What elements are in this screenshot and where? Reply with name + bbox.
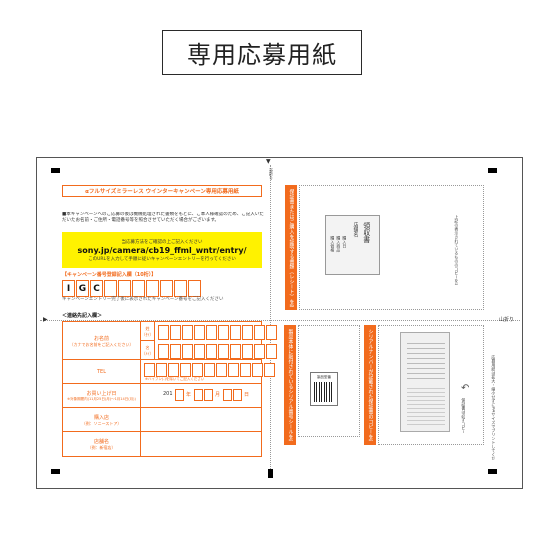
- mei-kana: （ﾒｲ）: [141, 351, 154, 356]
- warranty-sample: [400, 332, 450, 432]
- entry-prefix-box: C: [90, 280, 103, 297]
- registration-mark: [51, 469, 60, 474]
- serial-attach-area: [298, 325, 360, 437]
- date-label: お買い上げ日: [86, 391, 117, 397]
- month-input[interactable]: [204, 389, 213, 401]
- shop-label: 店舗名: [93, 438, 109, 445]
- entry-prefix-box: I: [62, 280, 75, 297]
- mei-input-boxes[interactable]: [158, 344, 277, 359]
- serial-panel-text: 製品本体に貼付されているシリアル番号シールを貼付してください: [287, 329, 293, 441]
- sei-kana: （ｾｲ）: [141, 332, 154, 337]
- fold-arrow-icon: ▼: [266, 158, 271, 165]
- date-sub: ※対象期間内(11月25日(月)～1月14日(月)): [67, 397, 136, 401]
- campaign-number-boxes: I G C: [62, 280, 201, 297]
- mei-text: 名: [145, 345, 150, 350]
- registration-mark: [488, 168, 497, 173]
- month-label: 月: [215, 392, 221, 398]
- warranty-note: 保証書は必ずコピーしてください: [461, 398, 466, 433]
- receipt-note: 上記の表示されているもののコピーをお送りください: [454, 215, 459, 285]
- day-label: 日: [244, 392, 250, 398]
- contact-label: ＜連絡先記入欄＞: [62, 313, 103, 319]
- entry-digit-box[interactable]: [160, 280, 173, 297]
- banner-top-text: 当応募方法をご確認の上ご記入ください: [121, 239, 203, 245]
- year-label: 年: [186, 392, 192, 398]
- day-input[interactable]: [223, 389, 232, 401]
- shop-sub: （例：新宿店）: [87, 444, 116, 450]
- barcode-label: 製品型番: [317, 375, 331, 379]
- store-label: 購入店: [93, 414, 109, 421]
- year-prefix: 201: [163, 391, 173, 397]
- entry-digit-box[interactable]: [104, 280, 117, 297]
- shop-input[interactable]: [143, 432, 261, 456]
- entry-digit-box[interactable]: [146, 280, 159, 297]
- entry-prefix-box: G: [76, 280, 89, 297]
- sei-input-boxes[interactable]: [158, 325, 277, 340]
- receipt-date: 購入日: [342, 236, 347, 248]
- banner-bottom-text: このURLを入力して手順に従いキャンペーンエントリーを行ってください: [88, 256, 236, 262]
- name-sub: （カナでお名前をご記入ください）: [69, 341, 134, 347]
- receipt-title: 領収書: [362, 222, 370, 243]
- url-banner: 当応募方法をご確認の上ご記入ください sony.jp/camera/cb19_f…: [62, 232, 262, 268]
- sei-label: 姓（ｾｲ）: [141, 322, 155, 341]
- entry-digit-box[interactable]: [174, 280, 187, 297]
- store-sub: （例：ソニーストア）: [81, 420, 122, 426]
- fold-label: 山折り: [499, 317, 515, 323]
- tel-note: ※ハイフン(-)を除いてご記入ください: [145, 377, 205, 381]
- campaign-intro: ■本キャンペーンへのご応募の後は機械処理された書類をもとに、ご本人様確認のため、…: [62, 212, 264, 223]
- receipt-panel-text: 保証書またはご購入を証明する書類（レシート）を貼付してください: [288, 189, 294, 307]
- contact-form: お名前 （カナでお名前をご記入ください） 姓（ｾｲ） 名（ﾒｲ） TEL ※ハイ…: [62, 321, 277, 457]
- mei-label: 名（ﾒｲ）: [141, 341, 155, 360]
- entry-digit-box[interactable]: [118, 280, 131, 297]
- warranty-attach-area: [378, 325, 484, 445]
- registration-mark: [268, 469, 273, 478]
- year-input[interactable]: [175, 389, 184, 401]
- campaign-title: αフルサイズミラーレス ウインターキャンペーン専用応募用紙: [62, 185, 262, 197]
- registration-mark: [51, 168, 60, 173]
- receipt-panel-bar: 保証書またはご購入を証明する書類（レシート）を貼付してください: [285, 185, 297, 310]
- receipt-sample: 領収書 店舗名 購入日 購入商品 購入価格: [325, 215, 380, 275]
- entry-label: 【キャンペーン番号登録記入欄（10桁）】: [62, 272, 157, 278]
- receipt-item: 購入商品: [336, 236, 341, 252]
- entry-digit-box[interactable]: [188, 280, 201, 297]
- tel-input-boxes[interactable]: [144, 363, 275, 377]
- store-input[interactable]: [143, 408, 261, 432]
- barcode-icon: [314, 382, 334, 402]
- tel-label: TEL: [63, 360, 141, 384]
- warranty-panel-bar: シリアルナンバーが記載された保証書のコピーを貼付してください: [364, 325, 376, 445]
- serial-panel-bar: 製品本体に貼付されているシリアル番号シールを貼付してください: [284, 325, 296, 445]
- entry-digit-box[interactable]: [132, 280, 145, 297]
- application-sheet: [36, 157, 523, 489]
- entry-note: キャンペーンエントリー完了後に表示されたキャンペーン番号をご記入ください: [62, 297, 224, 302]
- fold-arrow-icon: ▶: [43, 316, 48, 323]
- receipt-price: 購入価格: [330, 236, 335, 252]
- curved-arrow-icon: ↶: [461, 383, 470, 394]
- valley-label: 谷折り: [269, 168, 274, 180]
- page-title-text: 専用応募用紙: [187, 41, 337, 69]
- day-input[interactable]: [233, 389, 242, 401]
- warranty-panel-text: シリアルナンバーが記載された保証書のコピーを貼付してください: [367, 329, 373, 441]
- page-title: 専用応募用紙: [162, 30, 362, 75]
- registration-mark: [488, 469, 497, 474]
- sei-text: 姓: [145, 326, 150, 331]
- print-note: 応募用紙は拡大・縮小せずにA4サイズでプリントしてください: [491, 355, 496, 460]
- fold-line: [40, 320, 520, 321]
- name-label: お名前: [93, 335, 109, 342]
- month-input[interactable]: [194, 389, 203, 401]
- entry-url-link[interactable]: sony.jp/camera/cb19_ffml_wntr/entry/: [77, 245, 247, 255]
- serial-sticker-sample: 製品型番: [310, 372, 338, 406]
- fold-line: [270, 165, 271, 469]
- receipt-store: 店舗名: [352, 222, 358, 237]
- receipt-attach-area: [299, 185, 484, 310]
